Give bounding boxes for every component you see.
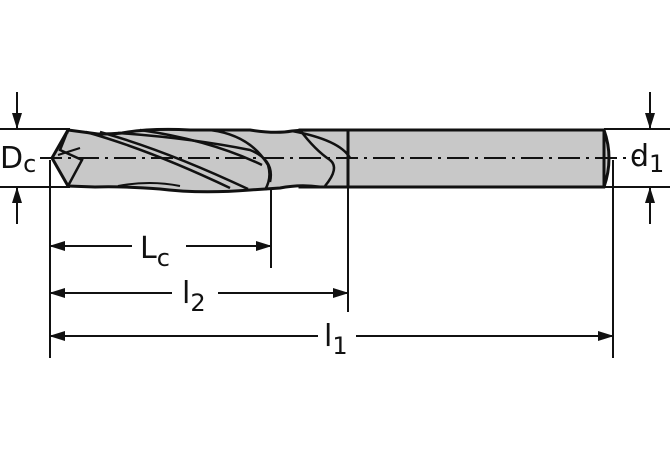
- d1-label: d1: [630, 139, 664, 178]
- drill-tool: [50, 127, 611, 194]
- helix-line: [117, 182, 181, 187]
- helix-line: [99, 130, 249, 191]
- helix-line: [291, 129, 352, 159]
- helix-line: [299, 129, 336, 187]
- helix-line: [85, 130, 231, 190]
- length-dimension-lines: [49, 241, 614, 341]
- helix-line: [139, 128, 263, 167]
- helix-line: [209, 128, 271, 191]
- l2-label: l2: [182, 276, 206, 317]
- lc-label: Lc: [140, 231, 170, 272]
- dc-label: Dc: [0, 141, 36, 178]
- l1-label: l1: [324, 319, 348, 360]
- extension-lines: [0, 128, 670, 358]
